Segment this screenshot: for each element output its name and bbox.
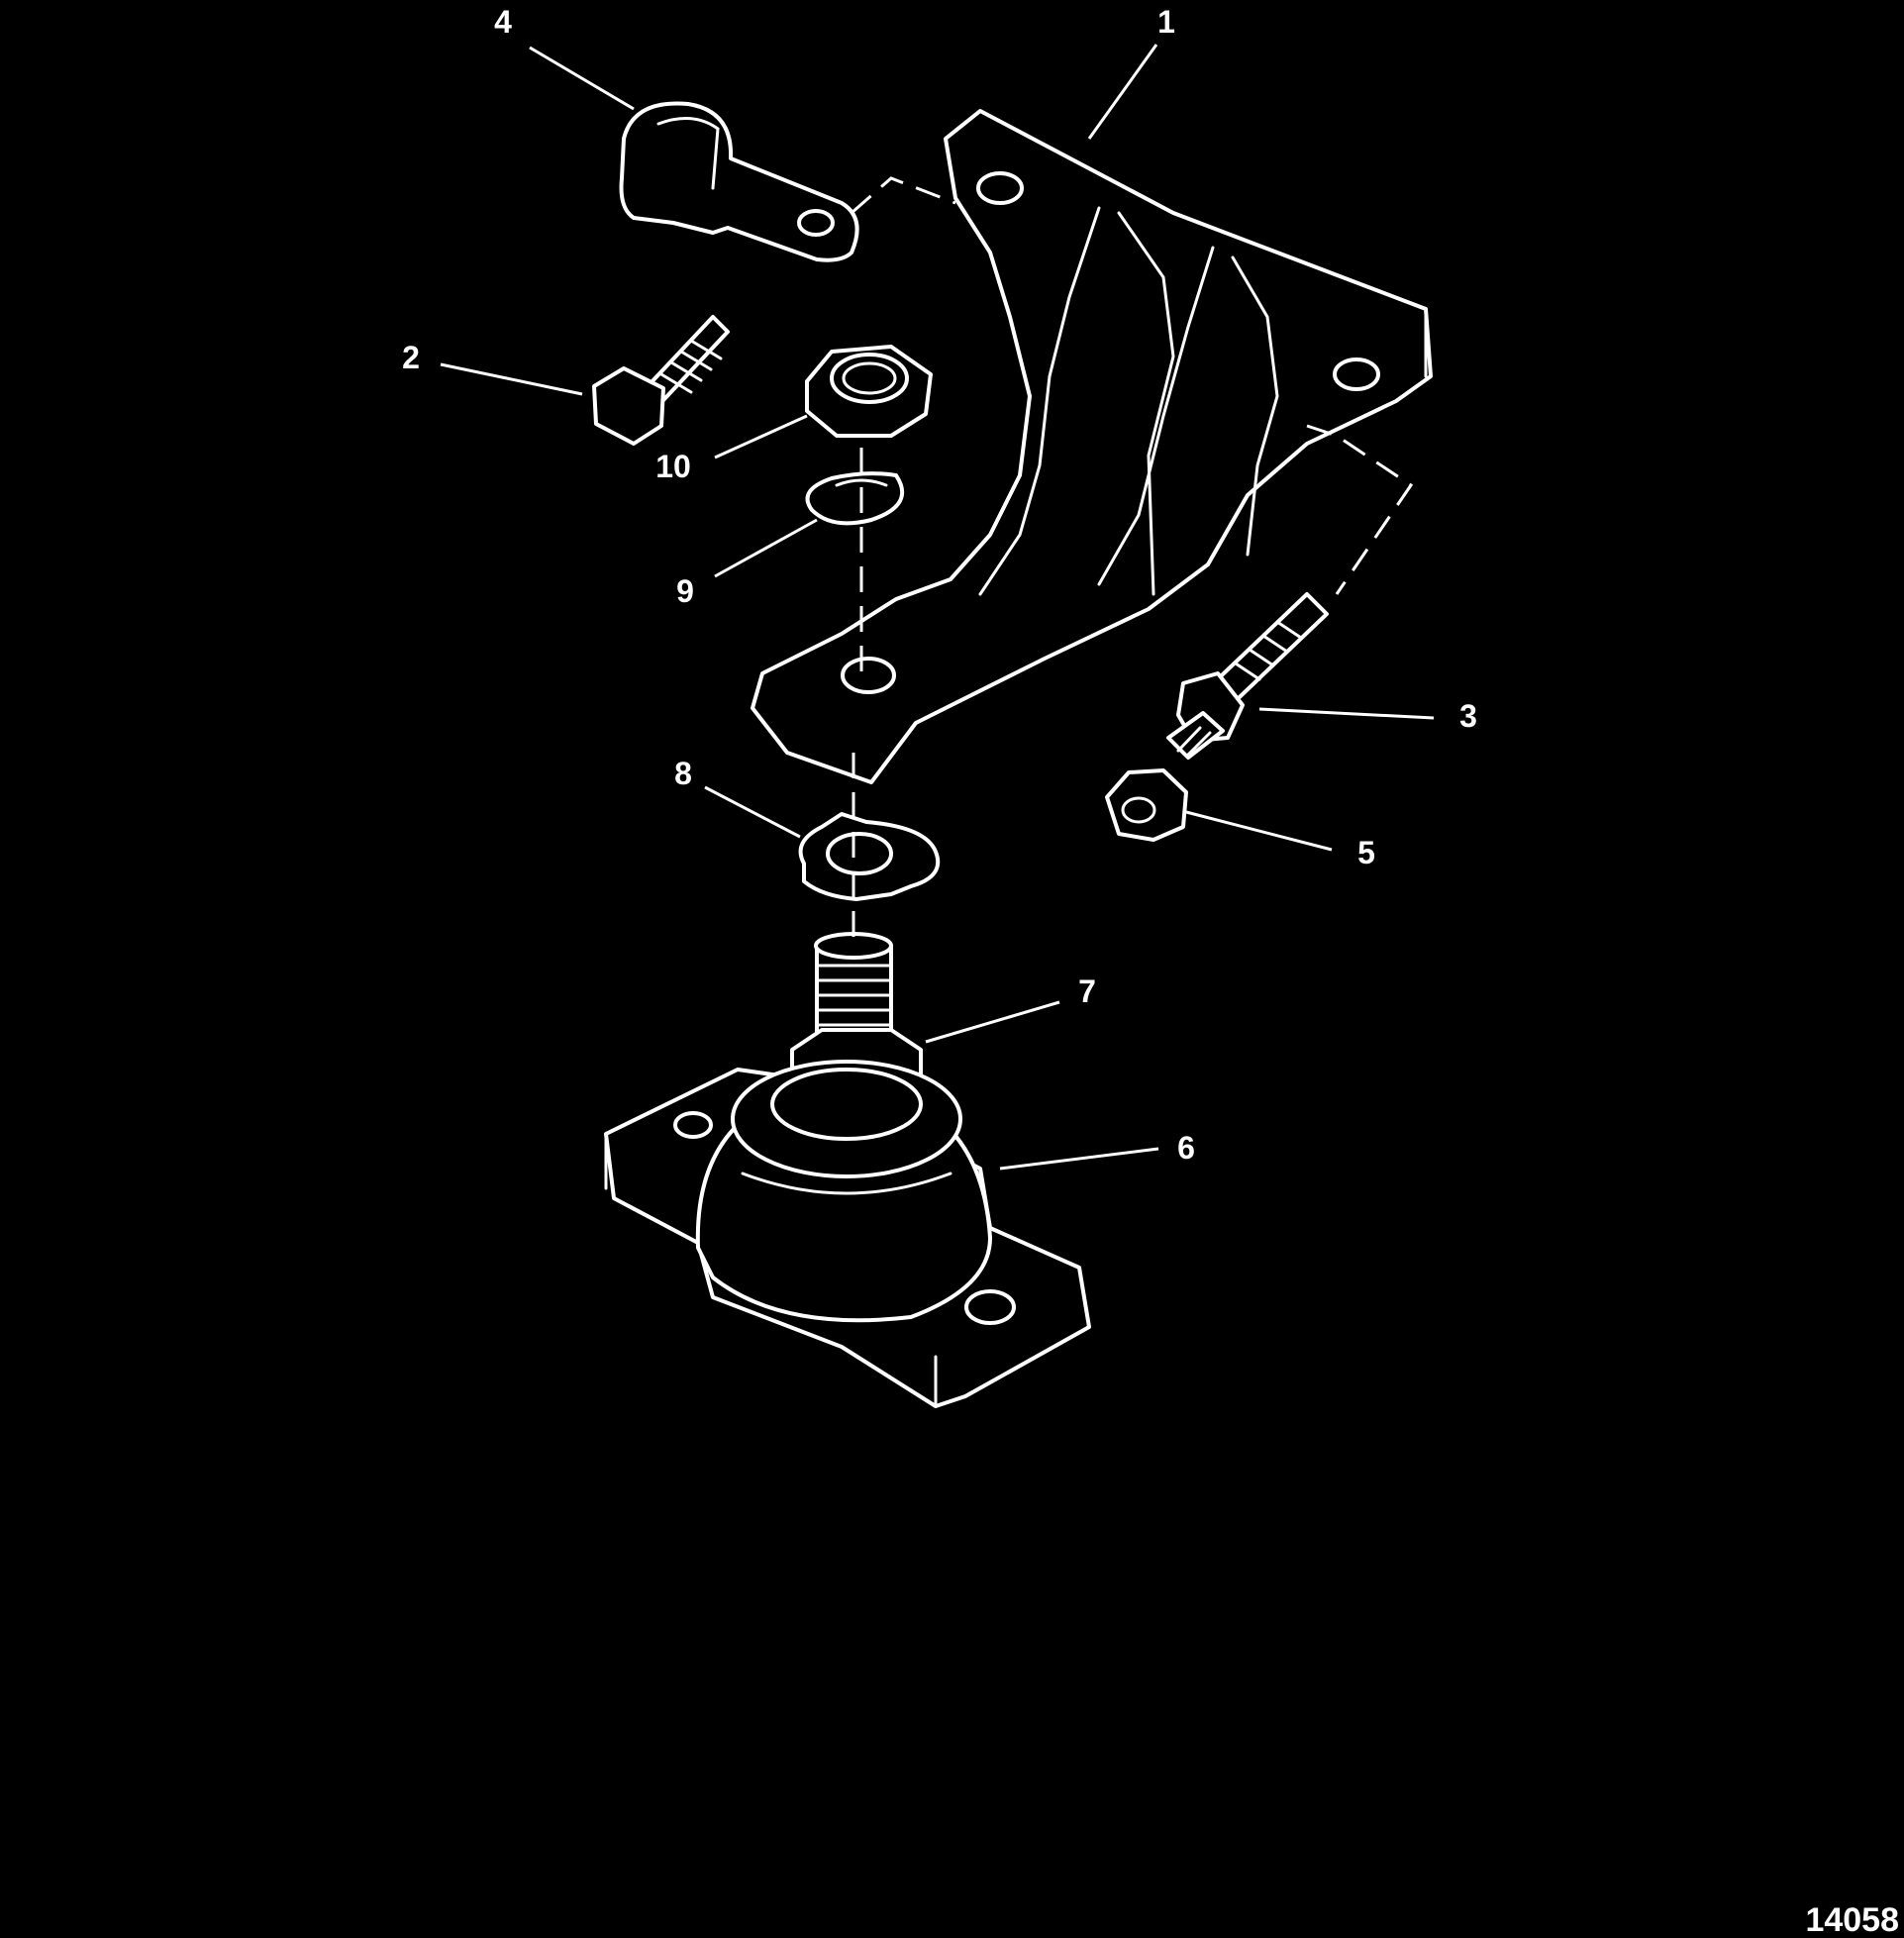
callout-1: 1 xyxy=(1157,4,1175,40)
callout-4: 4 xyxy=(494,4,512,40)
callout-3: 3 xyxy=(1459,698,1477,734)
callout-5: 5 xyxy=(1357,835,1375,870)
engine-mount-6 xyxy=(604,1060,1091,1408)
tab-washer-8 xyxy=(798,812,941,901)
alignment-lines xyxy=(851,176,1414,951)
bolt-2 xyxy=(592,315,730,446)
callout-9: 9 xyxy=(676,573,694,609)
callout-7: 7 xyxy=(1078,973,1096,1009)
callouts: 1 2 3 4 5 6 7 8 9 10 xyxy=(402,4,1477,1166)
callout-8: 8 xyxy=(674,756,692,791)
callout-10: 10 xyxy=(655,449,691,484)
lock-washer-9 xyxy=(805,471,905,526)
callout-2: 2 xyxy=(402,340,420,375)
cable-clamp xyxy=(619,101,859,262)
nut-5 xyxy=(1105,768,1188,842)
hex-nut-10 xyxy=(805,345,933,438)
mount-bracket xyxy=(751,109,1433,784)
leader-lines xyxy=(440,44,1435,1171)
callout-6: 6 xyxy=(1177,1130,1195,1166)
figure-number: 14058 xyxy=(1805,1901,1899,1938)
stud-3 xyxy=(1166,592,1329,760)
